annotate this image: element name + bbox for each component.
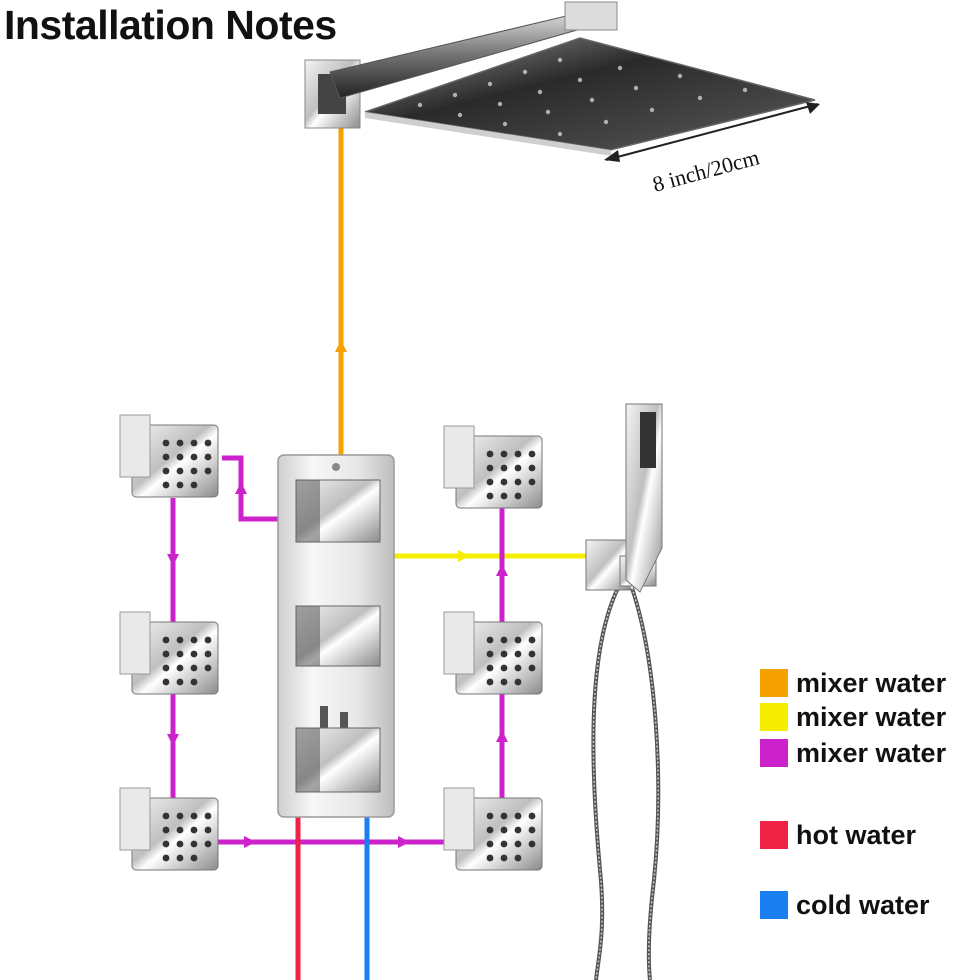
- dimension-label: 8 inch/20cm: [650, 144, 762, 196]
- legend-item: hot water: [760, 820, 916, 850]
- legend-label: mixer water: [796, 737, 947, 768]
- dimension-arrow: [604, 102, 820, 162]
- legend-swatch: [760, 739, 788, 767]
- legend-label: cold water: [796, 889, 930, 920]
- legend-label: mixer water: [796, 667, 947, 698]
- body-jet-right-middle: [443, 611, 543, 695]
- orange-pipe: [335, 128, 347, 456]
- legend-swatch: [760, 821, 788, 849]
- valve-handle-middle: [295, 605, 381, 667]
- magenta-flow-arrows: [167, 482, 508, 848]
- body-jet-right-top: [443, 425, 543, 509]
- body-jet-left-top: [119, 414, 219, 498]
- legend-swatch: [760, 669, 788, 697]
- legend-swatch: [760, 703, 788, 731]
- legend-item: cold water: [760, 890, 930, 920]
- valve-handle-top: [295, 479, 381, 543]
- page-title: Installation Notes: [4, 2, 337, 48]
- legend-label: mixer water: [796, 701, 947, 732]
- legend-swatch: [760, 891, 788, 919]
- legend-item: mixer water: [760, 738, 946, 768]
- orange-flow-arrow: [335, 340, 347, 352]
- legend-label: hot water: [796, 819, 917, 850]
- panel-top-mark-icon: [332, 463, 340, 471]
- legend-item: mixer water: [760, 668, 946, 698]
- body-jet-right-bottom: [443, 787, 543, 871]
- body-jet-left-bottom: [119, 787, 219, 871]
- body-jet-left-middle: [119, 611, 219, 695]
- yellow-flow-arrow: [458, 550, 470, 562]
- hand-shower: [585, 403, 663, 980]
- mixer-valve-panel: [277, 454, 395, 818]
- yellow-pipe: [394, 550, 590, 562]
- legend-item: mixer water: [760, 702, 946, 732]
- rain-shower-head: [304, 1, 816, 156]
- valve-handle-bottom: [295, 706, 381, 793]
